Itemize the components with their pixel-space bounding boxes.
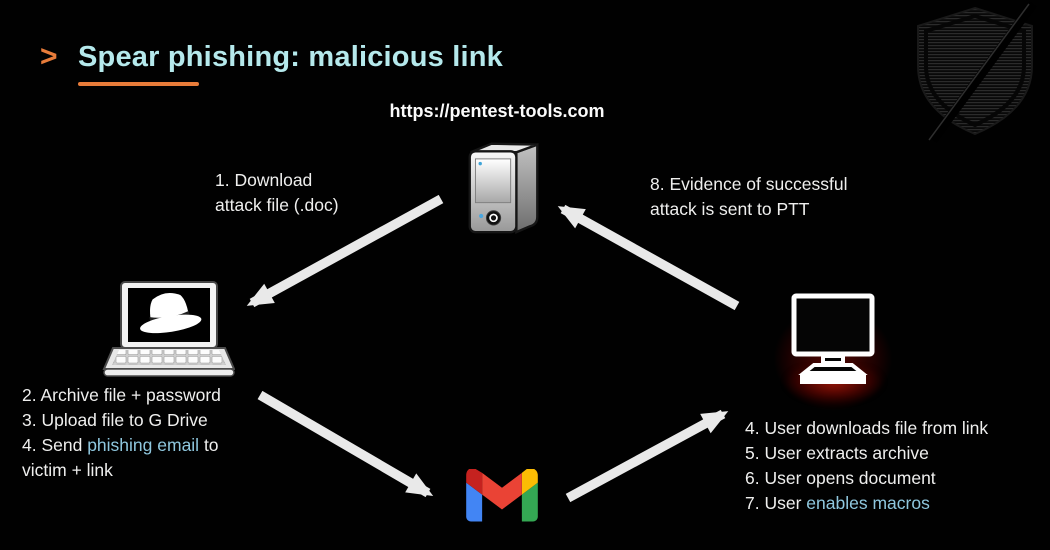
note-line: 7. User enables macros — [745, 491, 988, 516]
note-line: 4. Send phishing email to — [22, 433, 221, 458]
arrow-gmail-to-victim — [565, 409, 729, 503]
step-evidence-note: 8. Evidence of successful attack is sent… — [650, 172, 847, 222]
arrow-server-to-attacker — [246, 194, 444, 308]
note-text: 4. Send — [22, 435, 88, 455]
enables-macros-highlight: enables macros — [806, 493, 930, 513]
phishing-email-highlight: phishing email — [87, 435, 200, 455]
note-line: 3. Upload file to G Drive — [22, 410, 208, 430]
page-title: Spear phishing: malicious link — [78, 41, 503, 73]
step-download-note: 1. Download attack file (.doc) — [215, 168, 339, 218]
note-line: 2. Archive file + password — [22, 385, 221, 405]
server-url-label: https://pentest-tools.com — [389, 101, 605, 121]
victim-monitor-icon — [791, 293, 875, 384]
note-line: attack file (.doc) — [215, 195, 339, 215]
attacker-steps-note: 2. Archive file + password 3. Upload fil… — [22, 383, 221, 483]
note-line: 1. Download — [215, 170, 313, 190]
note-line: 6. User opens document — [745, 468, 936, 488]
server-tower-icon — [468, 142, 539, 234]
pentest-tools-shield-logo — [917, 1, 1037, 143]
gmail-icon — [466, 469, 538, 522]
title-underline — [78, 82, 199, 86]
fedora-hat-icon — [140, 292, 202, 334]
arrow-attacker-to-gmail — [257, 390, 434, 498]
note-line: 4. User downloads file from link — [745, 418, 989, 438]
note-line: 5. User extracts archive — [745, 443, 929, 463]
hacker-laptop-icon — [102, 281, 235, 377]
note-line: 8. Evidence of successful — [650, 174, 848, 194]
title-chevron-icon: > — [40, 40, 58, 73]
note-line: attack is sent to PTT — [650, 199, 810, 219]
arrow-victim-to-server — [557, 204, 740, 311]
note-line: victim + link — [22, 460, 113, 480]
note-text: to — [199, 435, 219, 455]
victim-steps-note: 4. User downloads file from link 5. User… — [745, 416, 988, 516]
note-text: 7. User — [745, 493, 807, 513]
